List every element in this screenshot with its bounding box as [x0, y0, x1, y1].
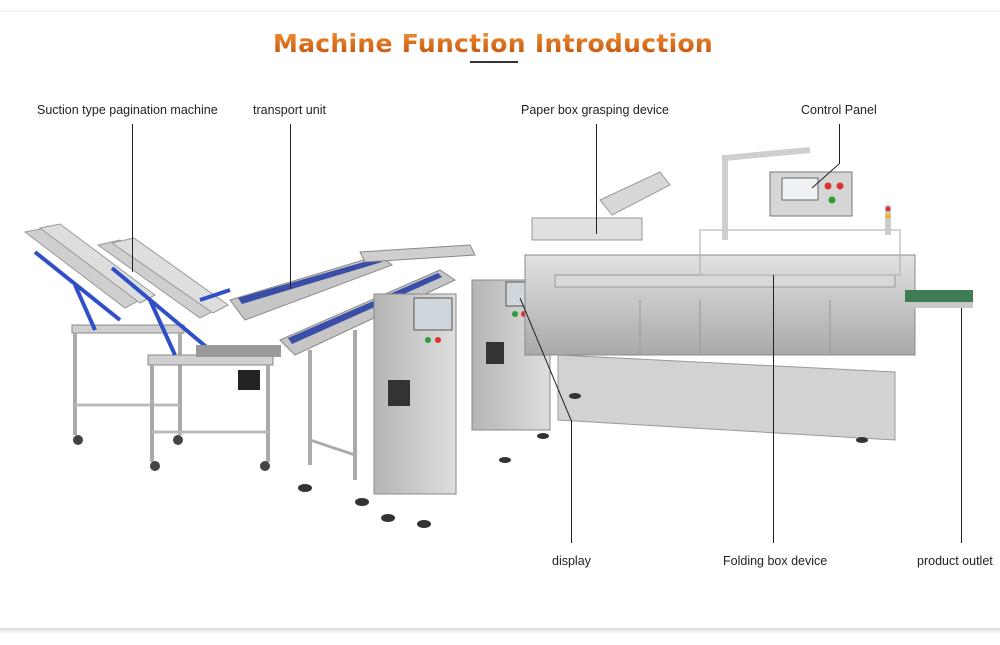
page-title: Machine Function Introduction — [0, 24, 1000, 71]
label-transport-unit: transport unit — [253, 103, 326, 117]
leader-control-panel-angle — [811, 163, 840, 189]
leader-transport-unit — [290, 124, 291, 289]
cabinet-1 — [373, 293, 457, 528]
title-text-svg: Machine Function Introduction — [273, 29, 713, 58]
top-shadow — [0, 8, 1000, 12]
leader-paper-box-grasping — [596, 124, 597, 234]
leader-display-angle — [519, 297, 572, 421]
label-suction-machine: Suction type pagination machine — [37, 103, 218, 117]
leader-display — [571, 420, 572, 543]
label-product-outlet: product outlet — [917, 554, 993, 568]
label-folding-box: Folding box device — [723, 554, 828, 568]
cartoning-machine — [524, 147, 973, 443]
leader-product-outlet — [961, 308, 962, 543]
transport-conveyors — [229, 244, 476, 506]
leader-folding-box — [773, 275, 774, 543]
suction-machine-1 — [23, 223, 185, 445]
leader-control-panel — [839, 124, 840, 164]
leader-suction-machine — [132, 124, 133, 272]
label-display: display — [552, 554, 591, 568]
label-paper-box-grasping: Paper box grasping device — [521, 103, 670, 117]
label-control-panel: Control Panel — [801, 103, 877, 117]
suction-machine-2 — [96, 237, 281, 471]
title-text: Machine Function Introduction — [273, 29, 713, 58]
title-underline — [470, 61, 518, 63]
bottom-shadow — [0, 628, 1000, 634]
